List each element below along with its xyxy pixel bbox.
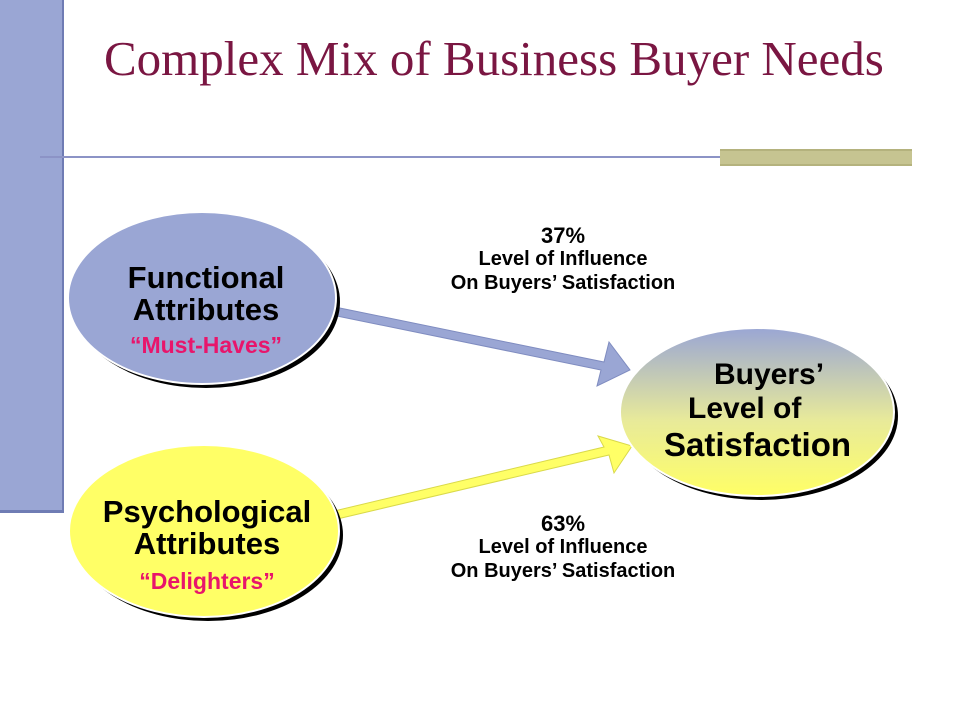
title-underline	[40, 156, 912, 158]
psychological-influence-line2: On Buyers’ Satisfaction	[450, 560, 676, 582]
psychological-influence-line1: Level of Influence	[478, 536, 648, 558]
satisfaction-ellipse	[619, 327, 898, 500]
psychological-influence: 63% Level of Influence On Buyers’ Satisf…	[393, 513, 733, 583]
title-underline-accent	[720, 149, 912, 166]
psychological-influence-percent: 63%	[540, 511, 586, 536]
psychological-tag: “Delighters”	[139, 568, 275, 594]
functional-influence-line1: Level of Influence	[478, 248, 648, 270]
functional-arrow	[326, 305, 631, 387]
functional-tag: “Must-Haves”	[129, 332, 283, 358]
satisfaction-line1: Buyers’	[713, 358, 825, 391]
functional-influence-line2: On Buyers’ Satisfaction	[450, 272, 676, 294]
functional-influence: 37% Level of Influence On Buyers’ Satisf…	[393, 225, 733, 295]
slide-title: Complex Mix of Business Buyer Needs	[104, 31, 884, 86]
psychological-line1: Psychological	[102, 494, 312, 529]
psychological-arrow	[329, 435, 633, 521]
psychological-line2: Attributes	[133, 526, 281, 561]
left-decorative-bar	[0, 0, 64, 513]
psychological-ellipse	[68, 444, 343, 621]
satisfaction-label: Buyers’ Level of Satisfaction	[640, 358, 880, 464]
functional-label: Functional Attributes “Must-Haves”	[96, 262, 316, 360]
functional-line2: Attributes	[132, 292, 280, 327]
functional-ellipse	[67, 211, 340, 388]
psychological-label: Psychological Attributes “Delighters”	[80, 496, 334, 596]
functional-influence-percent: 37%	[540, 223, 586, 248]
functional-line1: Functional	[127, 260, 285, 295]
satisfaction-line2: Level of	[688, 392, 802, 425]
satisfaction-line3: Satisfaction	[664, 426, 852, 463]
